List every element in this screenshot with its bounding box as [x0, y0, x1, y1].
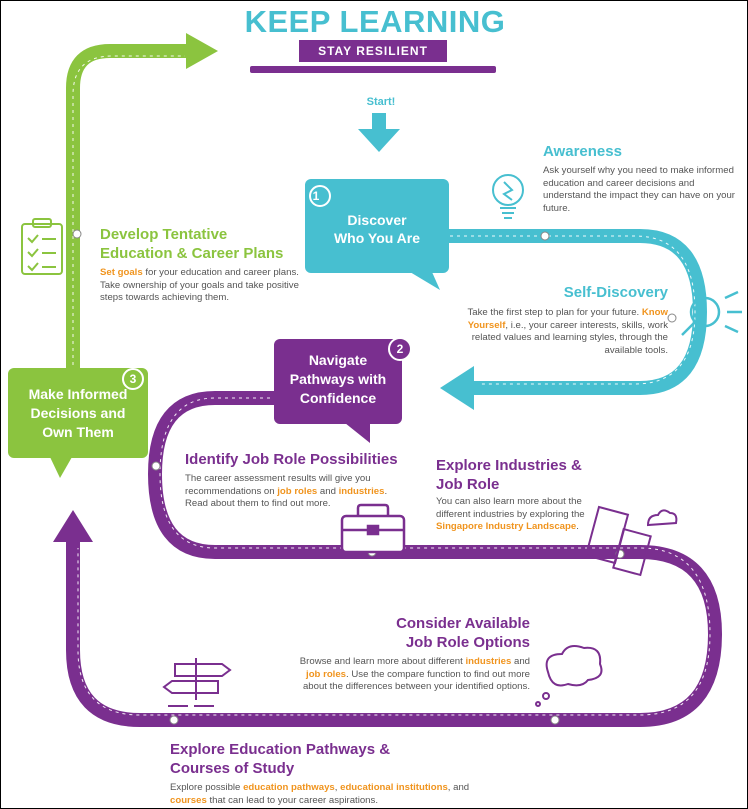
tentative-plans-title-1: Develop Tentative — [100, 226, 228, 243]
explore-education-text: Explore possible education pathways, edu… — [170, 782, 470, 807]
ee-text-2: , — [334, 782, 341, 793]
bubble-1-shape — [305, 179, 449, 290]
self-discovery-title: Self-Discovery — [563, 284, 668, 301]
stage-2-line2: Pathways with — [289, 371, 387, 387]
teal-arrowhead-icon — [440, 366, 474, 410]
tentative-plans-text: Set goals for your education and career … — [100, 267, 305, 305]
singapore-industry-landscape-link[interactable]: Singapore Industry Landscape — [436, 521, 577, 532]
stage-3-number: 3 — [129, 372, 137, 386]
consider-options-title: Consider Available Job Role Options — [330, 614, 530, 652]
green-arrowhead-icon — [186, 33, 218, 69]
consider-options-title-2: Job Role Options — [405, 634, 530, 651]
green-dash — [72, 55, 185, 365]
industries-link-2[interactable]: industries — [465, 656, 512, 667]
explore-industries-title-1: Explore Industries & — [436, 457, 582, 474]
job-roles-link[interactable]: job roles — [277, 485, 318, 497]
explore-education-title-1: Explore Education Pathways & — [170, 741, 391, 758]
stage-2-number: 2 — [396, 342, 404, 356]
job-roles-link-2[interactable]: job roles — [306, 668, 347, 680]
consider-options-text: Browse and learn more about different in… — [292, 656, 530, 694]
start-label: Start! — [366, 96, 396, 108]
purple-arrowhead-icon — [53, 510, 93, 542]
self-discovery-text: Take the first step to plan for your fut… — [448, 307, 668, 357]
co-text-1: Browse and learn more about different — [299, 656, 466, 667]
know-yourself-link[interactable]: Know Yourself — [467, 307, 668, 331]
ribbon-underline — [250, 66, 496, 73]
explore-industries-title: Explore Industries & Job Role — [436, 456, 582, 494]
jrp-text-1: The career assessment results will give … — [185, 473, 371, 497]
explore-industries-title-2: Job Role — [436, 476, 500, 493]
subtitle-ribbon: STAY RESILIENT — [299, 40, 447, 62]
magnifier-icon — [681, 290, 742, 336]
path-nodes — [72, 229, 677, 725]
job-role-possibilities-text: The career assessment results will give … — [185, 473, 410, 511]
self-discovery-text-b: , i.e., your career interests, skills, w… — [471, 319, 668, 356]
ei-text-2: . — [576, 521, 579, 532]
purple-path — [66, 391, 723, 727]
stage-3-label: Make Informed Decisions and Own Them — [8, 385, 148, 442]
explore-education-title-2: Courses of Study — [170, 760, 295, 777]
jrp-text-3: . Read about them to find out more. — [185, 485, 388, 510]
buildings-icon — [584, 505, 678, 577]
briefcase-icon — [340, 503, 406, 554]
job-role-possibilities-title: Identify Job Role Possibilities — [185, 451, 398, 468]
bubble-2-shape — [274, 337, 412, 443]
ee-text-1: Explore possible — [170, 782, 244, 793]
ee-text-3: , and — [447, 782, 470, 793]
stage-3-line3: Own Them — [42, 424, 114, 440]
awareness-text: Ask yourself why you need to make inform… — [543, 165, 735, 214]
stage-3-line2: Decisions and — [30, 405, 126, 421]
thought-bubble-icon — [535, 645, 603, 707]
consider-options-title-1: Consider Available — [396, 615, 530, 632]
ei-text-1: You can also learn more about the differ… — [436, 496, 585, 520]
stage-2-label: Navigate Pathways with Confidence — [274, 351, 402, 408]
tentative-plans-title: Develop Tentative Education & Career Pla… — [100, 225, 283, 263]
jrp-text-2: and — [317, 485, 339, 497]
explore-education-title: Explore Education Pathways & Courses of … — [170, 740, 390, 778]
awareness-title: Awareness — [543, 143, 622, 160]
teal-path — [440, 229, 708, 395]
co-text-2: and — [511, 656, 530, 667]
stage-3-line1: Make Informed — [28, 386, 128, 402]
start-arrow-icon — [358, 113, 400, 152]
stage-2-line1: Navigate — [308, 352, 368, 368]
green-path — [66, 44, 188, 380]
courses-link[interactable]: courses — [170, 794, 207, 806]
industries-link[interactable]: industries — [338, 485, 385, 497]
stage-1-line1: Discover — [347, 212, 407, 228]
page-title: KEEP LEARNING — [244, 4, 506, 39]
co-text-3: . Use the compare function to find out m… — [302, 668, 530, 693]
clipboard-icon — [21, 218, 63, 275]
tentative-plans-title-2: Education & Career Plans — [100, 245, 284, 262]
set-goals-link[interactable]: Set goals — [100, 267, 143, 278]
educational-institutions-link[interactable]: educational institutions — [340, 782, 448, 793]
explore-industries-text: You can also learn more about the differ… — [436, 496, 606, 534]
education-pathways-link[interactable]: education pathways — [243, 782, 335, 793]
stage-1-label: Discover Who You Are — [305, 211, 449, 247]
self-discovery-text-a: Take the first step to plan for your fut… — [467, 307, 640, 318]
signpost-icon — [162, 658, 232, 707]
stage-1-line2: Who You Are — [333, 230, 421, 246]
ee-text-4: that can lead to your career aspirations… — [206, 794, 378, 806]
bubble-3-shape — [8, 368, 148, 478]
stage-1-number: 1 — [312, 189, 320, 203]
tp-text-1: for your education and career plans. Tak… — [100, 267, 299, 303]
lightbulb-icon — [492, 174, 524, 219]
stage-2-line3: Confidence — [299, 390, 377, 406]
